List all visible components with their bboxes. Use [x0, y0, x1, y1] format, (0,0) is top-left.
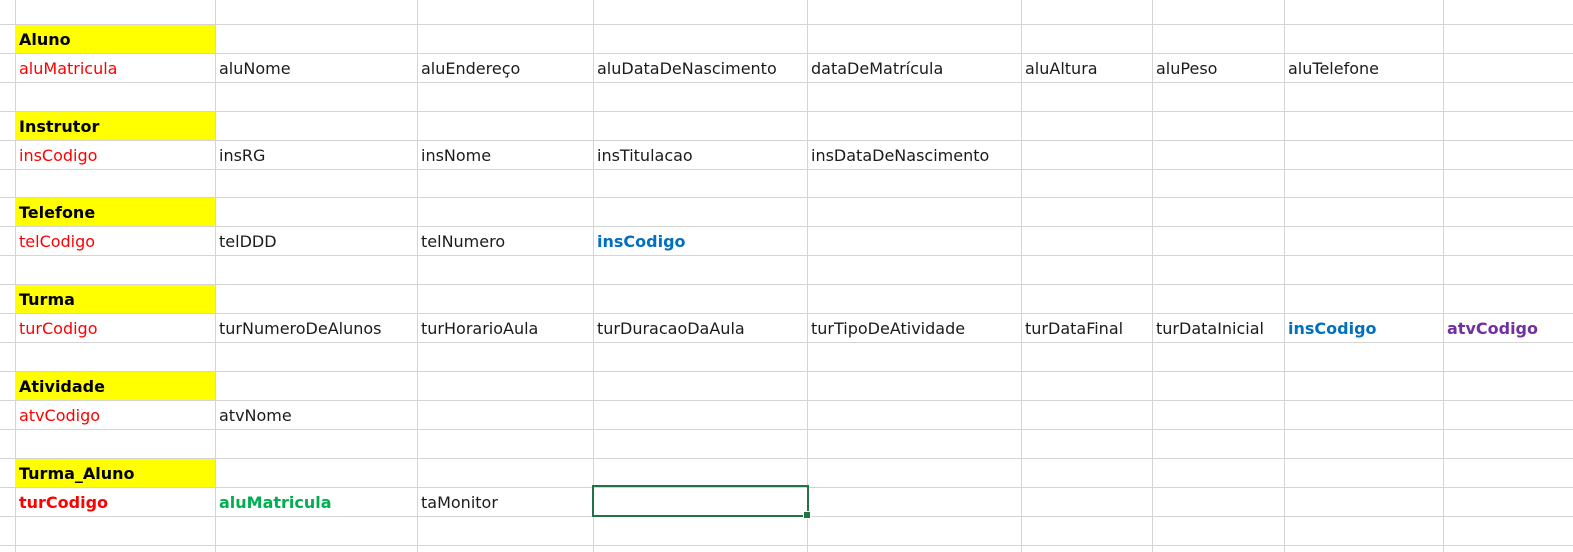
gridline [0, 342, 1573, 343]
cell-foreign-key[interactable]: insCodigo [597, 232, 686, 251]
gridline [15, 0, 16, 552]
gridline [0, 140, 1573, 141]
fill-handle[interactable] [803, 511, 811, 519]
gridline [0, 284, 1573, 285]
gridline [0, 458, 1573, 459]
gridline [0, 169, 1573, 170]
cell-primary-key[interactable]: turCodigo [19, 319, 98, 338]
gridline [1021, 0, 1022, 552]
cell-attribute[interactable]: telDDD [219, 232, 277, 251]
cell-foreign-key[interactable]: aluMatricula [219, 493, 332, 512]
gridline [0, 226, 1573, 227]
gridline [0, 197, 1573, 198]
table-header-atividade[interactable]: Atividade [15, 372, 215, 400]
cell-primary-key[interactable]: insCodigo [19, 146, 98, 165]
cell-attribute[interactable]: insTitulacao [597, 146, 693, 165]
cell-attribute[interactable]: telNumero [421, 232, 506, 251]
cell-attribute[interactable]: insNome [421, 146, 492, 165]
cell-attribute[interactable]: turDuracaoDaAula [597, 319, 745, 338]
gridline [1443, 0, 1444, 552]
active-cell-selection[interactable] [592, 485, 809, 517]
gridline [0, 111, 1573, 112]
gridline [0, 487, 1573, 488]
table-header-turma-aluno[interactable]: Turma_Aluno [15, 459, 215, 487]
gridline [0, 429, 1573, 430]
gridline [0, 82, 1573, 83]
gridline [1284, 0, 1285, 552]
cell-primary-key[interactable]: turCodigo [19, 493, 109, 512]
cell-attribute[interactable]: aluAltura [1025, 59, 1098, 78]
gridline [0, 255, 1573, 256]
gridline [417, 0, 418, 552]
gridline [0, 313, 1573, 314]
gridline [0, 371, 1573, 372]
cell-primary-key[interactable]: aluMatricula [19, 59, 118, 78]
cell-primary-key[interactable]: atvCodigo [19, 406, 101, 425]
gridline [593, 0, 594, 552]
table-header-aluno[interactable]: Aluno [15, 25, 215, 53]
gridline [215, 0, 216, 552]
cell-attribute[interactable]: turDataInicial [1156, 319, 1264, 338]
cell-attribute[interactable]: aluEndereço [421, 59, 521, 78]
cell-attribute[interactable]: dataDeMatrícula [811, 59, 944, 78]
table-header-telefone[interactable]: Telefone [15, 198, 215, 226]
cell-attribute[interactable]: turHorarioAula [421, 319, 539, 338]
gridline [0, 545, 1573, 546]
cell-attribute[interactable]: turTipoDeAtividade [811, 319, 966, 338]
cell-attribute[interactable]: insDataDeNascimento [811, 146, 990, 165]
cell-attribute[interactable]: taMonitor [421, 493, 498, 512]
gridline [0, 400, 1573, 401]
gridline [1152, 0, 1153, 552]
cell-attribute[interactable]: aluTelefone [1288, 59, 1379, 78]
cell-attribute[interactable]: insRG [219, 146, 266, 165]
cell-foreign-key[interactable]: insCodigo [1288, 319, 1377, 338]
cell-attribute[interactable]: turDataFinal [1025, 319, 1124, 338]
cell-attribute[interactable]: turNumeroDeAlunos [219, 319, 382, 338]
cell-primary-key[interactable]: telCodigo [19, 232, 96, 251]
cell-attribute[interactable]: aluDataDeNascimento [597, 59, 777, 78]
gridline [0, 53, 1573, 54]
cell-foreign-key[interactable]: atvCodigo [1447, 319, 1538, 338]
gridline [0, 24, 1573, 25]
cell-attribute[interactable]: aluPeso [1156, 59, 1218, 78]
cell-attribute[interactable]: atvNome [219, 406, 292, 425]
table-header-instrutor[interactable]: Instrutor [15, 112, 215, 140]
gridline [807, 0, 808, 552]
table-header-turma[interactable]: Turma [15, 285, 215, 313]
cell-attribute[interactable]: aluNome [219, 59, 291, 78]
